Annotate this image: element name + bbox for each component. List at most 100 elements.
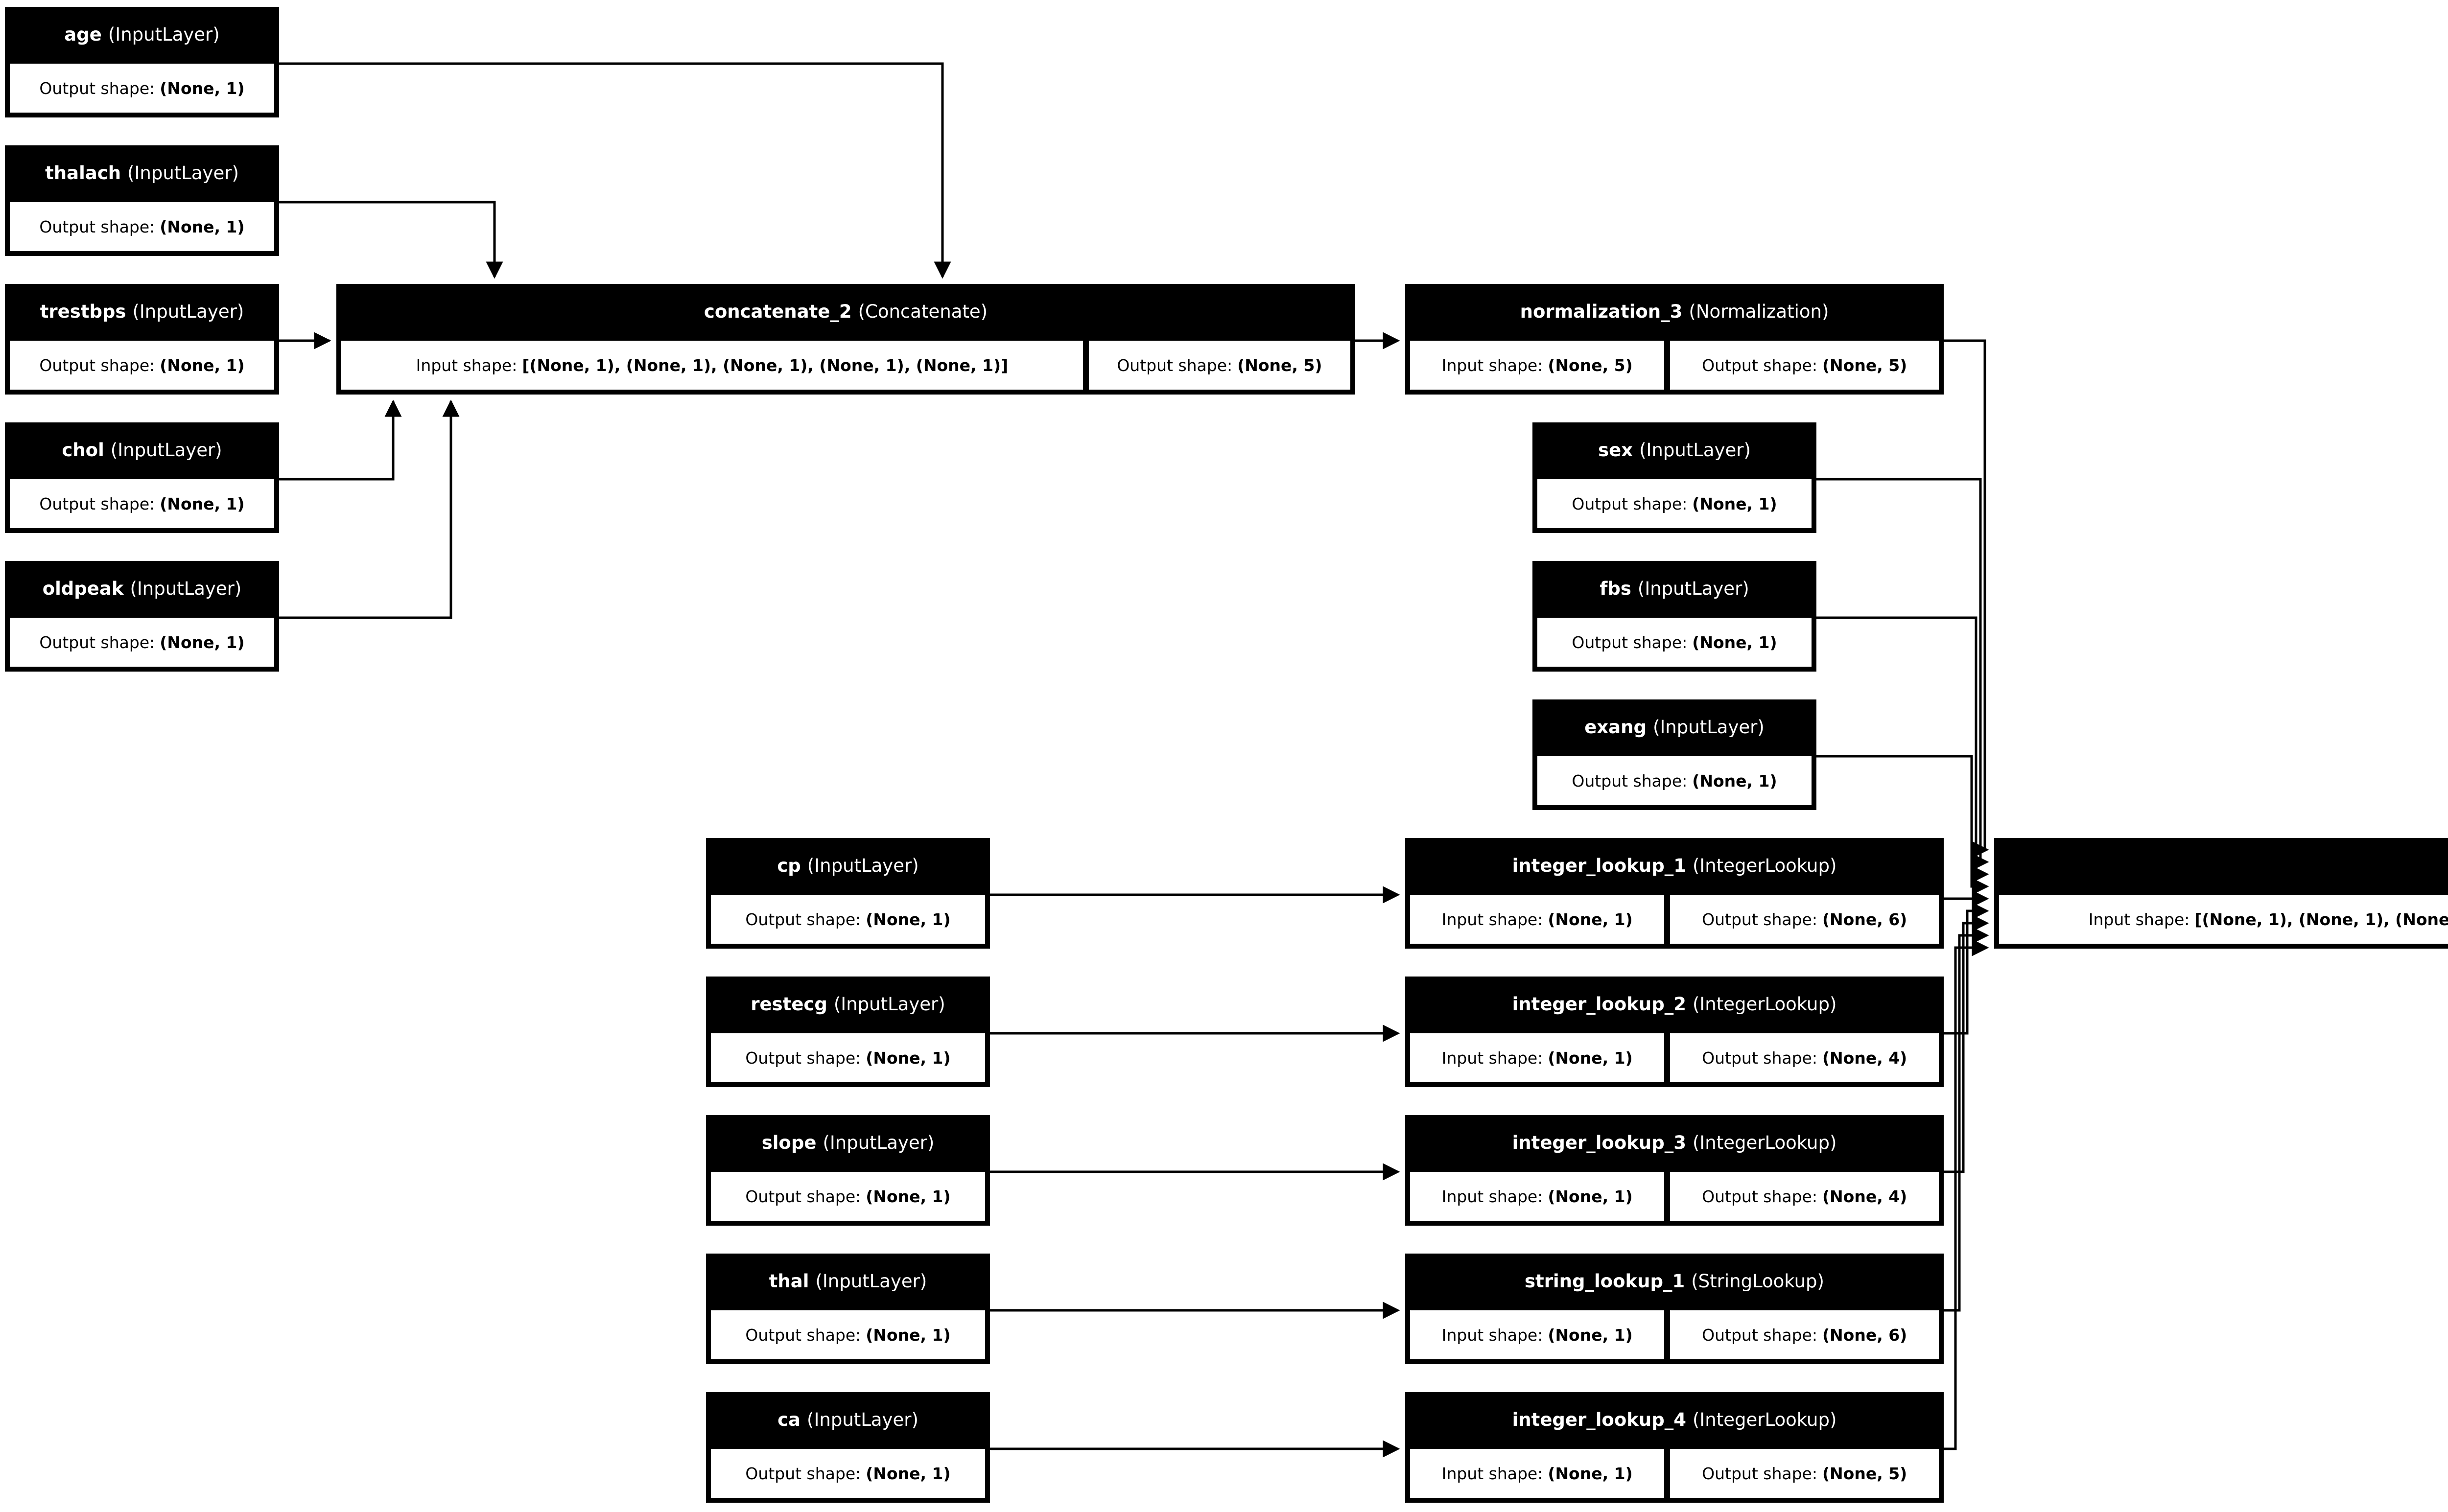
- output-shape-value: (None, 1): [160, 78, 245, 98]
- input-shape-label: Input shape:: [1441, 1048, 1543, 1068]
- node-body: Output shape:(None, 1): [706, 893, 990, 949]
- input-shape-cell: Input shape:[(None, 1), (None, 1), (None…: [1999, 895, 2448, 944]
- output-shape-label: Output shape:: [1117, 355, 1233, 375]
- edge-fbs-to-concatenate_3: [1816, 616, 1989, 883]
- output-shape-label: Output shape:: [39, 632, 155, 652]
- layer-name: cp: [777, 855, 801, 876]
- layer-type: IntegerLookup: [1693, 1132, 1836, 1153]
- input-shape-value: (None, 5): [1548, 355, 1633, 375]
- node-concatenate_2: concatenate_2Concatenate Input shape:[(N…: [336, 284, 1355, 395]
- input-shape-label: Input shape:: [2088, 909, 2190, 929]
- input-shape-cell: Input shape:(None, 1): [1410, 1449, 1665, 1498]
- node-title: ageInputLayer: [5, 7, 279, 62]
- layer-name: exang: [1584, 716, 1647, 738]
- output-shape-value: (None, 1): [866, 1186, 951, 1206]
- node-body: Output shape:(None, 1): [5, 200, 279, 256]
- layer-type: InputLayer: [807, 1409, 918, 1430]
- output-shape-cell: Output shape:(None, 1): [711, 1310, 985, 1359]
- node-body: Output shape:(None, 1): [1532, 754, 1816, 810]
- node-restecg: restecgInputLayer Output shape:(None, 1): [706, 977, 990, 1087]
- input-shape-label: Input shape:: [1441, 909, 1543, 929]
- input-shape-label: Input shape:: [416, 355, 518, 375]
- output-shape-cell: Output shape:(None, 1): [1537, 756, 1812, 805]
- node-normalization_3: normalization_3Normalization Input shape…: [1405, 284, 1944, 395]
- layer-type: InputLayer: [130, 578, 241, 599]
- node-chol: cholInputLayer Output shape:(None, 1): [5, 422, 279, 533]
- output-shape-label: Output shape:: [745, 1325, 861, 1345]
- output-shape-cell: Output shape:(None, 1): [711, 1449, 985, 1498]
- node-title: thalachInputLayer: [5, 145, 279, 200]
- node-title: string_lookup_1 StringLookup: [1405, 1254, 1944, 1308]
- node-title: concatenate_2Concatenate: [336, 284, 1355, 339]
- output-shape-value: (None, 4): [1822, 1186, 1907, 1206]
- output-shape-value: (None, 5): [1822, 1464, 1907, 1483]
- node-body: Input shape:(None, 1) Output shape:(None…: [1405, 1031, 1944, 1087]
- node-body: Output shape:(None, 1): [706, 1447, 990, 1503]
- layer-type: InputLayer: [111, 440, 222, 461]
- node-title: sexInputLayer: [1532, 422, 1816, 477]
- layer-type: InputLayer: [132, 301, 244, 322]
- output-shape-label: Output shape:: [745, 909, 861, 929]
- input-shape-cell: Input shape:(None, 1): [1410, 1172, 1665, 1221]
- output-shape-cell: Output shape:(None, 6): [1670, 1310, 1939, 1359]
- layer-name: integer_lookup_3: [1512, 1132, 1686, 1153]
- layer-name: slope: [761, 1132, 817, 1153]
- output-shape-value: (None, 1): [1692, 771, 1777, 791]
- node-body: Input shape:(None, 1) Output shape:(None…: [1405, 1170, 1944, 1226]
- output-shape-cell: Output shape:(None, 1): [10, 479, 274, 528]
- output-shape-cell: Output shape:(None, 1): [10, 64, 274, 113]
- edge-oldpeak-to-concatenate_2: [279, 399, 460, 619]
- node-ca: caInputLayer Output shape:(None, 1): [706, 1392, 990, 1503]
- output-shape-label: Output shape:: [39, 494, 155, 513]
- node-integer_lookup_1: integer_lookup_1IntegerLookup Input shap…: [1405, 838, 1944, 949]
- edge-age-to-concatenate_2: [279, 62, 951, 279]
- node-body: Output shape:(None, 1): [5, 616, 279, 672]
- node-title: integer_lookup_1IntegerLookup: [1405, 838, 1944, 893]
- node-body: Input shape:(None, 1) Output shape:(None…: [1405, 1447, 1944, 1503]
- edge-normalization_3-to-concatenate_3: [1944, 339, 1989, 859]
- input-shape-cell: Input shape:[(None, 1), (None, 1), (None…: [341, 341, 1083, 390]
- node-body: Output shape:(None, 1): [706, 1308, 990, 1364]
- node-title: fbsInputLayer: [1532, 561, 1816, 616]
- node-title: concatenate_3Concatenate: [1994, 838, 2448, 893]
- edge-thalach-to-concatenate_2: [279, 201, 503, 279]
- input-shape-value: (None, 1): [1548, 1048, 1633, 1068]
- layer-name: string_lookup_1: [1525, 1270, 1685, 1292]
- input-shape-value: [(None, 1), (None, 1), (None, 1), (None,…: [2194, 909, 2448, 929]
- output-shape-cell: Output shape:(None, 5): [1670, 341, 1939, 390]
- node-body: Output shape:(None, 1): [5, 339, 279, 395]
- node-exang: exang InputLayer Output shape:(None, 1): [1532, 699, 1816, 810]
- output-shape-value: (None, 1): [866, 1048, 951, 1068]
- layer-type: IntegerLookup: [1693, 855, 1836, 876]
- output-shape-cell: Output shape:(None, 1): [711, 1033, 985, 1082]
- output-shape-cell: Output shape:(None, 1): [711, 1172, 985, 1221]
- layer-name: oldpeak: [42, 578, 124, 599]
- output-shape-value: (None, 1): [866, 1464, 951, 1483]
- layer-type: IntegerLookup: [1693, 1409, 1836, 1430]
- node-thalach: thalachInputLayer Output shape:(None, 1): [5, 145, 279, 256]
- edge-sex-to-concatenate_3: [1816, 478, 1989, 871]
- output-shape-value: (None, 1): [1692, 494, 1777, 513]
- node-age: ageInputLayer Output shape:(None, 1): [5, 7, 279, 117]
- node-title: thalInputLayer: [706, 1254, 990, 1308]
- input-shape-value: (None, 1): [1548, 909, 1633, 929]
- node-title: oldpeak InputLayer: [5, 561, 279, 616]
- node-cp: cp InputLayer Output shape:(None, 1): [706, 838, 990, 949]
- edge-integer_lookup_2-to-concatenate_3: [1944, 902, 1989, 1035]
- input-shape-label: Input shape:: [1441, 355, 1543, 375]
- node-body: Input shape:(None, 5) Output shape:(None…: [1405, 339, 1944, 395]
- output-shape-cell: Output shape:(None, 4): [1670, 1172, 1939, 1221]
- node-title: integer_lookup_2IntegerLookup: [1405, 977, 1944, 1031]
- node-title: integer_lookup_3 IntegerLookup: [1405, 1115, 1944, 1170]
- output-shape-label: Output shape:: [1572, 771, 1688, 791]
- layer-type: InputLayer: [1653, 717, 1765, 738]
- layer-type: InputLayer: [807, 855, 919, 876]
- layer-type: InputLayer: [823, 1132, 934, 1153]
- output-shape-value: (None, 5): [1237, 355, 1322, 375]
- node-string_lookup_1: string_lookup_1StringLookup Input shape:…: [1405, 1254, 1944, 1364]
- node-integer_lookup_4: integer_lookup_4IntegerLookup Input shap…: [1405, 1392, 1944, 1503]
- layer-type: StringLookup: [1691, 1271, 1824, 1292]
- layer-type: InputLayer: [834, 994, 945, 1015]
